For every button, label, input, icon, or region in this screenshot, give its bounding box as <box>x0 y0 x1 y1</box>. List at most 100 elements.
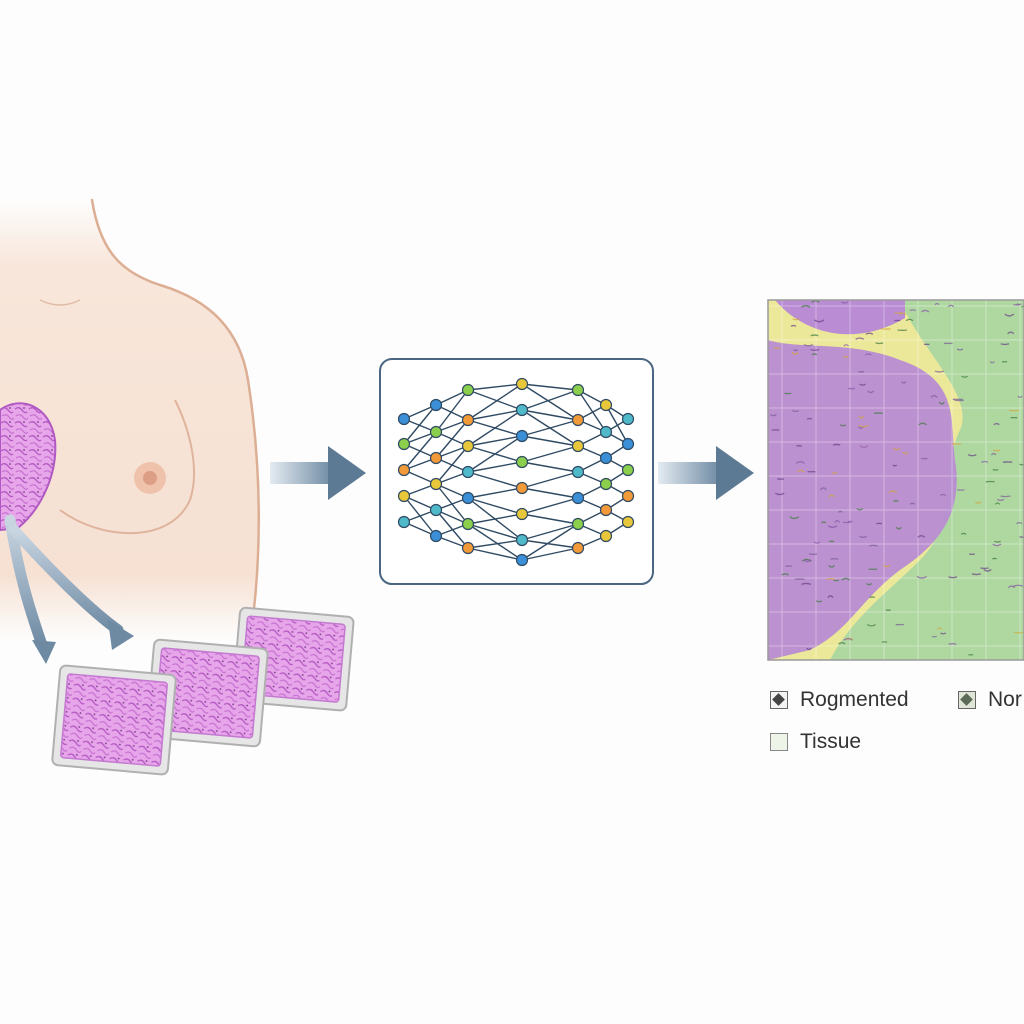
texture-stroke <box>992 557 997 560</box>
texture-stroke <box>921 309 930 313</box>
texture-stroke <box>971 573 981 576</box>
texture-stroke <box>838 642 846 645</box>
network-edge <box>521 539 579 549</box>
texture-stroke <box>1019 535 1024 538</box>
network-node <box>571 517 585 531</box>
texture-stroke <box>856 507 864 511</box>
legend-item-nor: Nor <box>958 688 1022 712</box>
network-node <box>599 529 613 543</box>
network-edge <box>467 435 523 473</box>
network-node <box>599 451 613 465</box>
network-node <box>515 481 529 495</box>
texture-stroke <box>916 575 928 579</box>
texture-stroke <box>827 525 838 528</box>
network-node <box>571 383 585 397</box>
texture-stroke <box>992 543 1002 547</box>
texture-stroke <box>814 319 825 323</box>
texture-stroke <box>994 502 1001 505</box>
network-edge <box>521 383 579 421</box>
legend-swatch-rogmented <box>770 691 788 709</box>
network-edge <box>521 547 579 561</box>
texture-stroke <box>934 370 944 373</box>
network-edge <box>521 487 579 499</box>
texture-stroke <box>1000 343 1010 346</box>
texture-stroke <box>864 353 872 356</box>
arrow-to-network-icon <box>270 446 366 500</box>
network-node <box>397 412 411 426</box>
network-edge <box>467 389 523 411</box>
network-node <box>599 425 613 439</box>
texture-stroke <box>905 318 914 322</box>
network-node <box>621 489 635 503</box>
tumor-region <box>0 402 57 532</box>
network-node <box>599 503 613 517</box>
texture-stroke <box>1013 631 1024 634</box>
network-node <box>571 413 585 427</box>
network-node <box>429 451 443 465</box>
network-edge <box>467 487 523 499</box>
texture-stroke <box>899 312 907 316</box>
texture-stroke <box>826 577 836 581</box>
torso-illustration <box>0 198 261 642</box>
legend-item-rogmented: Rogmented <box>770 688 909 712</box>
texture-stroke <box>996 498 1005 501</box>
neural-network-panel <box>379 358 654 585</box>
slide-2 <box>145 638 269 748</box>
network-node <box>515 429 529 443</box>
texture-stroke <box>806 647 812 651</box>
texture-stroke <box>841 301 849 304</box>
texture-stroke <box>917 535 926 538</box>
texture-stroke <box>859 383 866 386</box>
network-edge <box>577 389 607 433</box>
texture-stroke <box>827 595 834 599</box>
network-node <box>599 477 613 491</box>
texture-stroke <box>909 309 916 312</box>
network-edge <box>403 404 437 445</box>
texture-stroke <box>934 302 940 306</box>
network-node <box>571 541 585 555</box>
texture-stroke <box>832 443 841 446</box>
texture-stroke <box>770 413 777 417</box>
network-node <box>429 477 443 491</box>
network-node <box>621 515 635 529</box>
texture-stroke <box>790 324 797 327</box>
network-edge <box>435 509 469 549</box>
texture-stroke <box>961 375 968 378</box>
texture-stroke <box>869 596 875 599</box>
texture-stroke <box>808 553 818 556</box>
texture-stroke <box>875 342 884 345</box>
texture-stroke <box>828 494 836 498</box>
network-node <box>621 412 635 426</box>
network-edge <box>521 523 579 541</box>
texture-stroke <box>858 424 869 428</box>
network-node <box>515 553 529 567</box>
texture-stroke <box>789 516 800 520</box>
legend: Rogmented Nor Tissue <box>768 684 1024 764</box>
network-edge <box>467 523 523 561</box>
texture-stroke <box>843 637 853 641</box>
texture-stroke <box>806 417 813 420</box>
texture-stroke <box>813 541 821 544</box>
network-node <box>461 465 475 479</box>
texture-stroke <box>839 424 847 427</box>
network-edge <box>521 419 579 437</box>
texture-stroke <box>800 304 811 308</box>
texture-stroke <box>936 627 943 630</box>
texture-stroke <box>954 399 965 402</box>
network-edge <box>467 409 523 447</box>
biopsy-arrows <box>4 514 134 664</box>
network-edge <box>605 404 629 445</box>
texture-stroke <box>811 353 818 356</box>
segmentation-texture <box>770 300 1024 656</box>
network-node <box>461 517 475 531</box>
texture-stroke <box>967 454 977 457</box>
network-node <box>429 425 443 439</box>
network-edge <box>521 389 579 411</box>
texture-stroke <box>892 447 901 451</box>
texture-stroke <box>801 582 812 585</box>
network-node <box>461 383 475 397</box>
network-edge <box>521 523 579 561</box>
texture-stroke <box>989 361 995 364</box>
network-edge <box>435 389 469 433</box>
